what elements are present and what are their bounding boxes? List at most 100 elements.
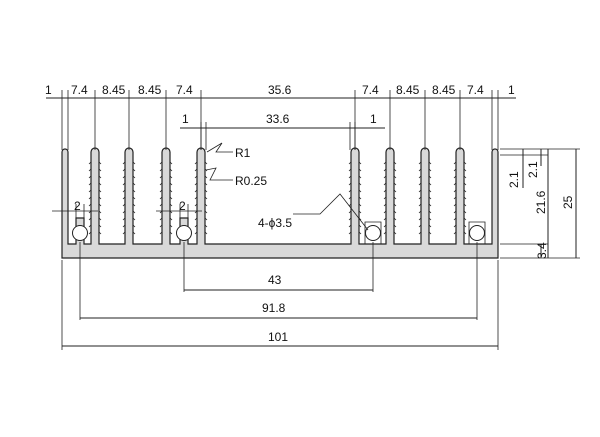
serration-tooth (393, 189, 397, 193)
dim-bottom-43: 43 (268, 273, 282, 287)
serration-tooth (393, 224, 397, 228)
mount-hole-1 (72, 225, 88, 241)
dim-top-8.45c: 8.45 (396, 83, 420, 97)
serration-tooth (383, 161, 387, 165)
serration-tooth (194, 161, 198, 165)
dim-right-2.1a: 2.1 (507, 171, 521, 188)
serration-tooth (132, 196, 136, 200)
serration-tooth (358, 161, 362, 165)
serration-tooth (194, 224, 198, 228)
serration-tooth (418, 175, 422, 179)
serration-tooth (383, 231, 387, 235)
serration-tooth (88, 161, 92, 165)
serration-tooth (453, 168, 457, 172)
serration-tooth (204, 182, 208, 186)
serration-tooth (453, 189, 457, 193)
serration-tooth (393, 182, 397, 186)
serration-tooth (159, 217, 163, 221)
serration-tooth (418, 210, 422, 214)
serration-tooth (393, 231, 397, 235)
serration-tooth (204, 203, 208, 207)
serration-tooth (418, 196, 422, 200)
serration-tooth (122, 189, 126, 193)
dim-right-3.4: 3.4 (535, 242, 549, 259)
serration-tooth (132, 161, 136, 165)
dim-bottom-101: 101 (268, 330, 288, 344)
serration-tooth (428, 224, 432, 228)
serration-tooth (194, 175, 198, 179)
serration-tooth (132, 168, 136, 172)
serration-tooth (348, 175, 352, 179)
top-dimensions: 1 7.4 8.45 8.45 7.4 35.6 7.4 8.45 8.45 7… (45, 83, 516, 150)
serration-tooth (132, 189, 136, 193)
callout-r025: R0.25 (235, 174, 267, 188)
serration-tooth (453, 182, 457, 186)
serration-tooth (98, 161, 102, 165)
serration-tooth (194, 168, 198, 172)
serration-tooth (358, 224, 362, 228)
callout-holes: 4-ϕ3.5 (258, 216, 292, 230)
dim-right-21.6: 21.6 (534, 190, 548, 214)
fin-serrations (88, 161, 467, 235)
serration-tooth (393, 161, 397, 165)
serration-tooth (132, 182, 136, 186)
serration-tooth (383, 175, 387, 179)
serration-tooth (463, 224, 467, 228)
serration-tooth (204, 224, 208, 228)
serration-tooth (358, 210, 362, 214)
serration-tooth (348, 168, 352, 172)
serration-tooth (463, 203, 467, 207)
serration-tooth (88, 182, 92, 186)
serration-tooth (463, 217, 467, 221)
serration-tooth (159, 231, 163, 235)
right-dimensions: 2.1 2.1 21.6 25 3.4 (500, 148, 580, 259)
serration-tooth (428, 161, 432, 165)
serration-tooth (358, 175, 362, 179)
dim-top-7.4d: 7.4 (467, 83, 484, 97)
serration-tooth (194, 196, 198, 200)
dim-right-2.1b: 2.1 (526, 161, 540, 178)
serration-tooth (122, 182, 126, 186)
dim-top-35.6: 35.6 (268, 83, 292, 97)
serration-tooth (204, 161, 208, 165)
serration-tooth (348, 161, 352, 165)
serration-tooth (88, 168, 92, 172)
serration-tooth (428, 182, 432, 186)
serration-tooth (194, 203, 198, 207)
serration-tooth (98, 189, 102, 193)
serration-tooth (159, 175, 163, 179)
serration-tooth (132, 224, 136, 228)
dim-top-1a: 1 (45, 83, 52, 97)
serration-tooth (194, 182, 198, 186)
serration-tooth (169, 189, 173, 193)
serration-tooth (159, 182, 163, 186)
serration-tooth (132, 217, 136, 221)
serration-tooth (463, 175, 467, 179)
dim-top-8.45d: 8.45 (432, 83, 456, 97)
serration-tooth (453, 161, 457, 165)
serration-tooth (169, 203, 173, 207)
serration-tooth (393, 175, 397, 179)
serration-tooth (418, 168, 422, 172)
serration-tooth (122, 224, 126, 228)
serration-tooth (453, 224, 457, 228)
serration-tooth (98, 175, 102, 179)
serration-tooth (428, 217, 432, 221)
callout-groove-left: 2 (74, 199, 81, 213)
serration-tooth (348, 217, 352, 221)
serration-tooth (383, 224, 387, 228)
serration-tooth (418, 189, 422, 193)
serration-tooth (453, 196, 457, 200)
serration-tooth (88, 217, 92, 221)
dim-top2-33.6: 33.6 (266, 112, 290, 126)
serration-tooth (453, 217, 457, 221)
serration-tooth (169, 224, 173, 228)
serration-tooth (383, 196, 387, 200)
serration-tooth (88, 203, 92, 207)
serration-tooth (122, 175, 126, 179)
serration-tooth (348, 182, 352, 186)
serration-tooth (122, 231, 126, 235)
serration-tooth (383, 203, 387, 207)
serration-tooth (348, 231, 352, 235)
serration-tooth (393, 217, 397, 221)
